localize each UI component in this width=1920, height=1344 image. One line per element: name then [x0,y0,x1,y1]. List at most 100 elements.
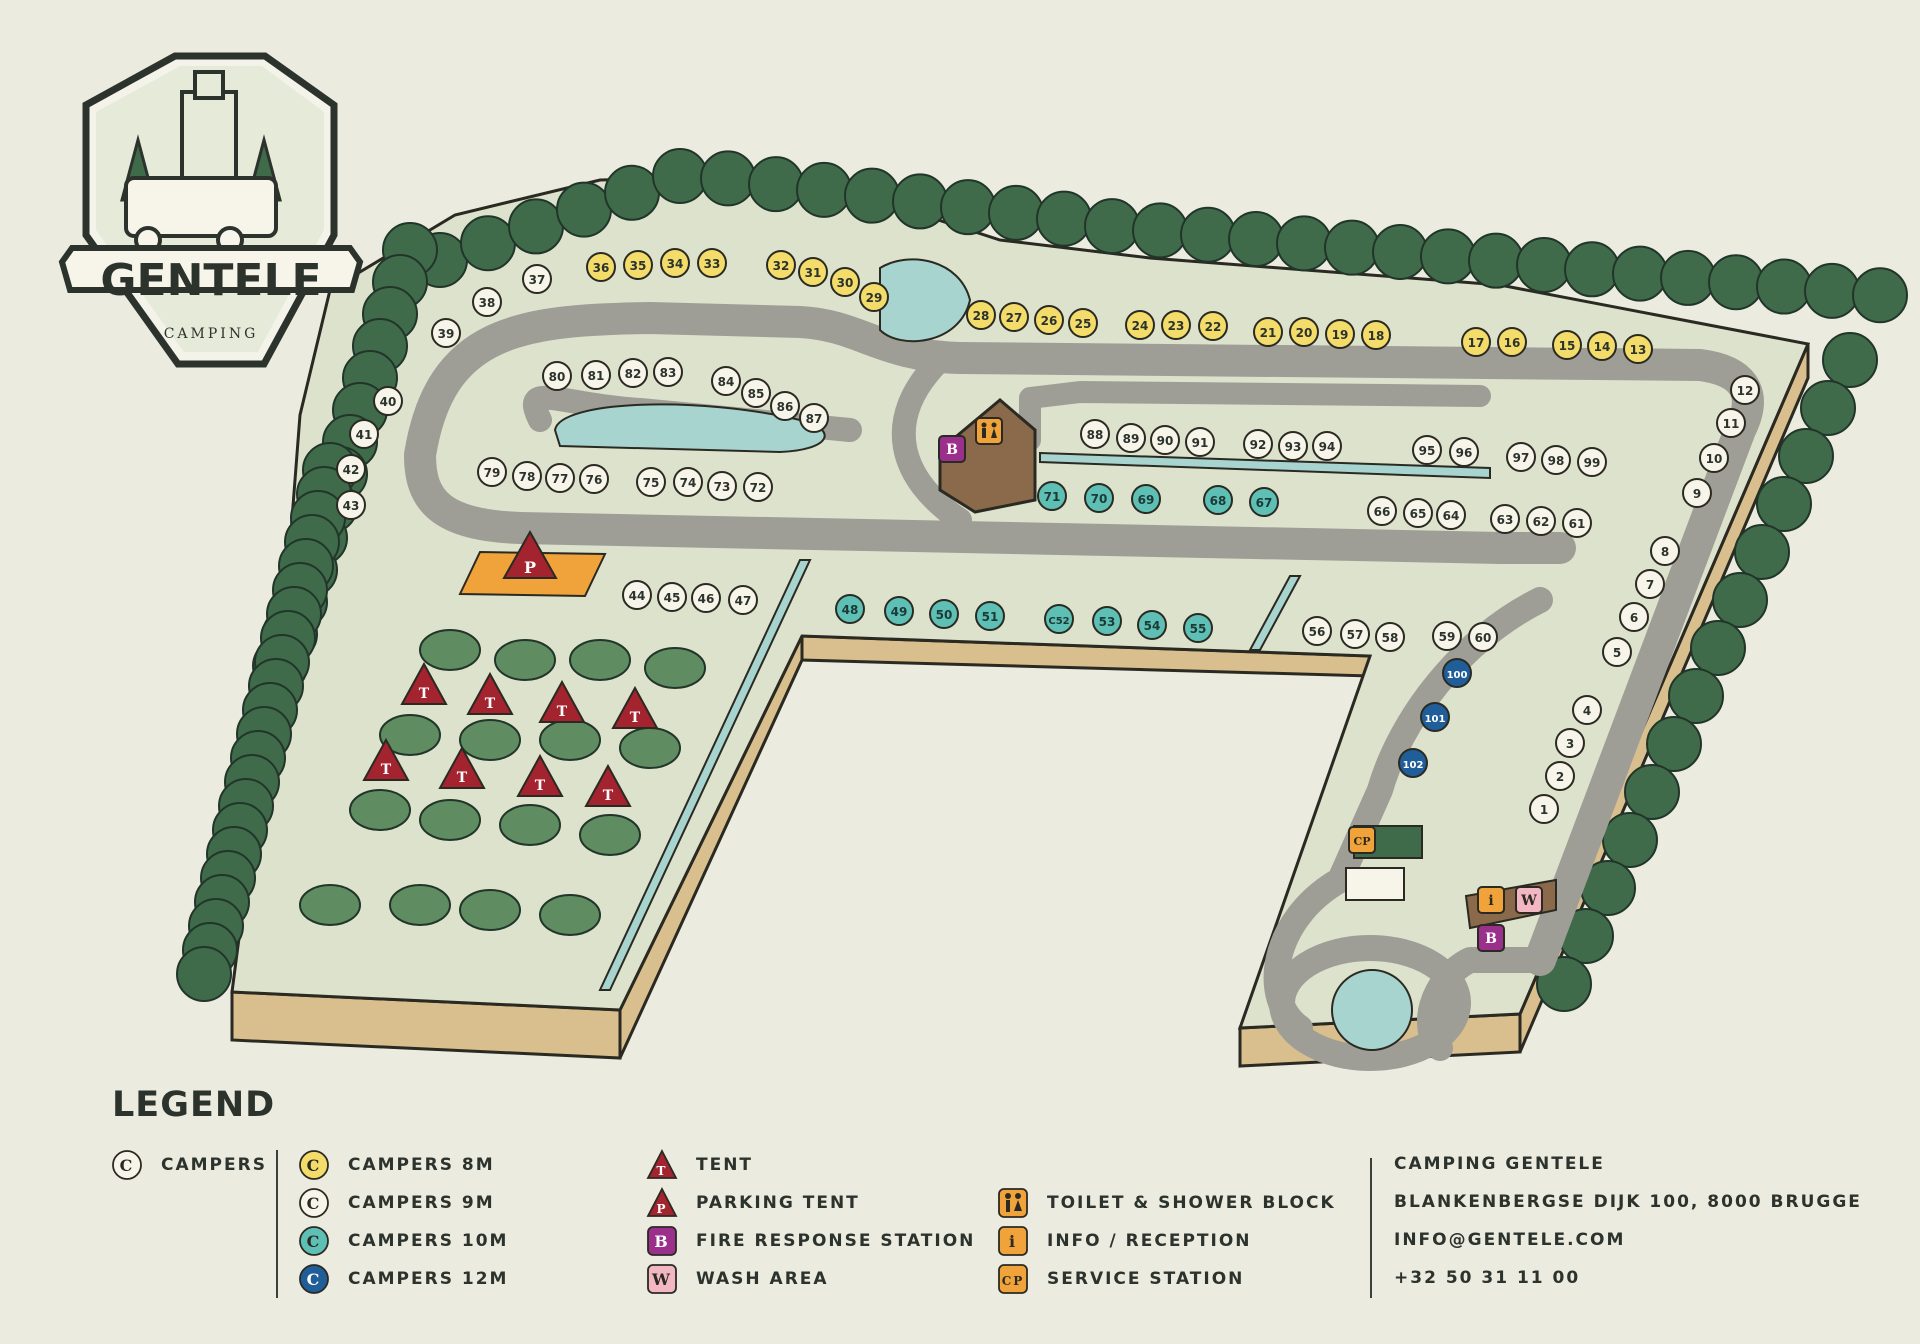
pitch-marker[interactable]: 78 [512,461,542,491]
pitch-marker[interactable]: 46 [691,583,721,613]
pitch-marker[interactable]: 61 [1562,508,1592,538]
pitch-marker[interactable]: 98 [1541,445,1571,475]
tent-marker[interactable]: T [516,753,564,797]
pitch-marker[interactable]: 7 [1635,569,1665,599]
pitch-marker[interactable]: 23 [1161,310,1191,340]
pitch-marker[interactable]: 68 [1203,485,1233,515]
pitch-marker[interactable]: 3 [1555,728,1585,758]
pitch-marker[interactable]: 2 [1545,761,1575,791]
pitch-marker[interactable]: 81 [581,360,611,390]
pitch-marker[interactable]: 64 [1436,500,1466,530]
pitch-marker[interactable]: 92 [1243,429,1273,459]
pitch-marker[interactable]: 94 [1312,431,1342,461]
pitch-marker[interactable]: 88 [1080,419,1110,449]
parking-tent-marker[interactable]: P [502,529,558,579]
pitch-marker[interactable]: 36 [586,252,616,282]
pitch-marker[interactable]: 67 [1249,487,1279,517]
pitch-marker[interactable]: 72 [743,472,773,502]
pitch-marker[interactable]: 6 [1619,602,1649,632]
pitch-marker[interactable]: 15 [1552,330,1582,360]
pitch-marker[interactable]: 45 [657,582,687,612]
pitch-marker[interactable]: 29 [859,282,889,312]
pitch-marker[interactable]: 55 [1183,613,1213,643]
pitch-marker[interactable]: 10 [1699,443,1729,473]
pitch-marker[interactable]: 43 [336,490,366,520]
fire-response-station-marker[interactable]: B [1477,924,1505,952]
pitch-marker[interactable]: 20 [1289,317,1319,347]
fire-response-station-marker[interactable]: B [938,435,966,463]
pitch-marker[interactable]: 30 [830,267,860,297]
pitch-marker[interactable]: 63 [1490,504,1520,534]
tent-marker[interactable]: T [611,685,659,729]
pitch-marker[interactable]: 66 [1367,496,1397,526]
tent-marker[interactable]: T [538,679,586,723]
pitch-marker[interactable]: 32 [766,250,796,280]
pitch-marker[interactable]: 95 [1412,435,1442,465]
pitch-marker[interactable]: 38 [472,287,502,317]
pitch-marker[interactable]: 42 [336,454,366,484]
pitch-marker[interactable]: 11 [1716,408,1746,438]
pitch-marker[interactable]: 102 [1398,748,1428,778]
pitch-marker[interactable]: 13 [1623,334,1653,364]
pitch-marker[interactable]: 8 [1650,536,1680,566]
pitch-marker[interactable]: 65 [1403,498,1433,528]
pitch-marker[interactable]: 33 [697,248,727,278]
pitch-marker[interactable]: 1 [1529,794,1559,824]
pitch-marker[interactable]: 50 [929,599,959,629]
pitch-marker[interactable]: 84 [711,366,741,396]
info-reception-marker[interactable]: i [1477,886,1505,914]
pitch-marker[interactable]: 96 [1449,437,1479,467]
pitch-marker[interactable]: 5 [1602,637,1632,667]
contact-email[interactable]: INFO@GENTELE.COM [1394,1230,1626,1250]
tent-marker[interactable]: T [466,671,514,715]
pitch-marker[interactable]: 27 [999,302,1029,332]
pitch-marker[interactable]: 82 [618,358,648,388]
pitch-marker[interactable]: 60 [1468,622,1498,652]
pitch-marker[interactable]: 47 [728,585,758,615]
pitch-marker[interactable]: 54 [1137,610,1167,640]
pitch-marker[interactable]: 17 [1461,327,1491,357]
pitch-marker[interactable]: 19 [1325,319,1355,349]
pitch-marker[interactable]: 76 [579,464,609,494]
pitch-marker[interactable]: 87 [799,403,829,433]
pitch-marker[interactable]: 80 [542,361,572,391]
pitch-marker[interactable]: 24 [1125,310,1155,340]
pitch-marker[interactable]: 22 [1198,311,1228,341]
pitch-marker[interactable]: 44 [622,580,652,610]
pitch-marker[interactable]: 49 [884,596,914,626]
tent-marker[interactable]: T [400,661,448,705]
pitch-marker[interactable]: 53 [1092,606,1122,636]
pitch-marker[interactable]: 12 [1730,375,1760,405]
pitch-marker[interactable]: 18 [1361,320,1391,350]
pitch-marker[interactable]: 58 [1375,622,1405,652]
pitch-marker[interactable]: 74 [673,467,703,497]
pitch-marker[interactable]: 99 [1577,447,1607,477]
pitch-marker[interactable]: 40 [373,386,403,416]
pitch-marker[interactable]: 83 [653,357,683,387]
pitch-marker[interactable]: 97 [1506,442,1536,472]
wash-area-marker[interactable]: W [1515,886,1543,914]
pitch-marker[interactable]: 70 [1084,483,1114,513]
pitch-marker[interactable]: 16 [1497,327,1527,357]
pitch-marker[interactable]: 57 [1340,619,1370,649]
pitch-marker[interactable]: 25 [1068,308,1098,338]
pitch-marker[interactable]: 59 [1432,621,1462,651]
pitch-marker[interactable]: 39 [431,318,461,348]
pitch-marker[interactable]: 48 [835,594,865,624]
pitch-marker[interactable]: 73 [707,471,737,501]
tent-marker[interactable]: T [438,745,486,789]
toilet-shower-block-marker[interactable] [975,417,1003,445]
pitch-marker[interactable]: 4 [1572,695,1602,725]
pitch-marker[interactable]: 101 [1420,702,1450,732]
pitch-marker[interactable]: 35 [623,250,653,280]
pitch-marker[interactable]: 85 [741,378,771,408]
pitch-marker[interactable]: 90 [1150,425,1180,455]
tent-marker[interactable]: T [362,737,410,781]
pitch-marker[interactable]: 75 [636,467,666,497]
pitch-marker[interactable]: 71 [1037,481,1067,511]
pitch-marker[interactable]: 79 [477,457,507,487]
pitch-marker[interactable]: 69 [1131,484,1161,514]
pitch-marker[interactable]: 34 [660,248,690,278]
pitch-marker[interactable]: 56 [1302,616,1332,646]
service-station-marker[interactable]: CP [1348,826,1376,854]
